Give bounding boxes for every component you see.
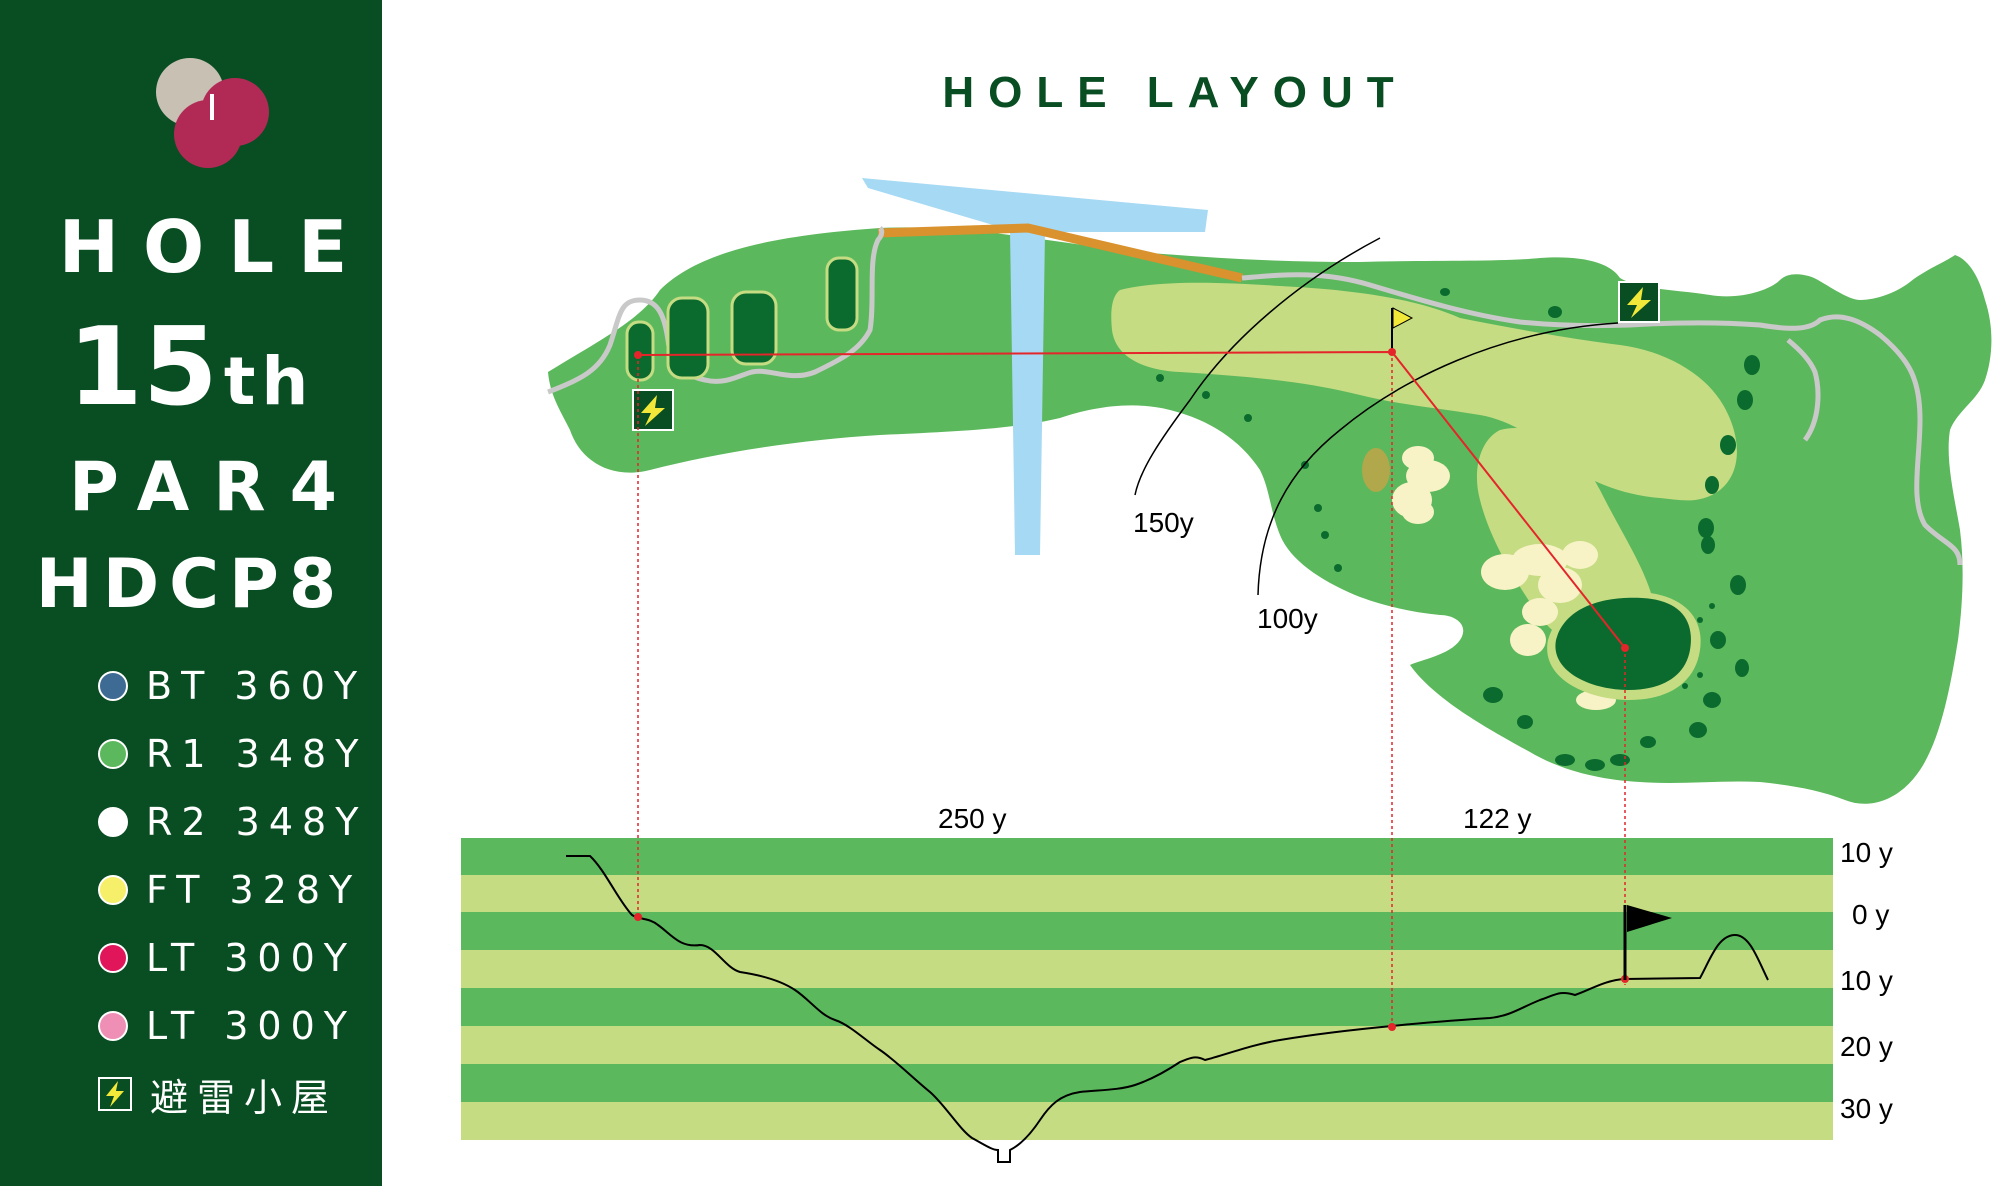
profile-point-tee [634,913,642,921]
distance-label-250: 250 y [938,803,1007,834]
distance-arc-100 [1257,322,1619,596]
tee-dot-ft [98,875,128,905]
tee-dot-bt [98,671,128,701]
tee-label: BT 360Y [146,664,367,708]
tee-label: R1 348Y [146,732,368,776]
tee-list: BT 360Y R1 348Y R2 348Y FT 328Y LT 300Y … [98,652,378,1128]
tee-row-bt: BT 360Y [98,652,378,720]
terrain-profile-line [566,855,1769,1163]
club-logo-icon [156,58,269,168]
tee-dot-lt [98,943,128,973]
elevation-label: 10 y [1840,965,1893,996]
hole-map: 150y 100y [547,178,1992,804]
tee-dot-lt-pink [98,1011,128,1041]
hole-number: 15th [0,305,382,430]
arc-label-150: 150y [1133,507,1194,538]
lightning-shelter-icon [98,1077,132,1111]
sidebar: HOLE 15th PAR4 HDCP8 BT 360Y R1 348Y R2 … [0,0,382,1186]
profile-point-target [1388,1023,1396,1031]
hole-label: HOLE [58,205,372,289]
par-label: PAR4 [69,448,361,527]
water-hazard-river [862,178,1208,555]
hole-number-value: 15 [67,305,218,430]
page-title: HOLE LAYOUT [942,68,1408,117]
elevation-profile: 250 y 122 y 10 y 0 y 10 y 20 y 30 y [461,352,1893,1163]
distance-arc-150 [1134,237,1381,496]
tee-dot-r2 [98,807,128,837]
elevation-label: 20 y [1840,1031,1893,1062]
target-flag-icon [1391,307,1414,352]
lightning-shelter-icon [632,389,674,431]
bunkers [1392,446,1616,710]
tee-label: R2 348Y [146,800,368,844]
tee-row-lt-pink: LT 300Y [98,992,378,1060]
hole-number-suffix: th [223,343,315,420]
tee-label: LT 300Y [146,936,356,980]
tee-label: FT 328Y [146,868,362,912]
arc-label-100: 100y [1257,603,1318,634]
cart-path [547,226,1963,566]
tee-label: LT 300Y [146,1004,356,1048]
distance-label-122: 122 y [1463,803,1532,834]
lightning-shelter-icon [1618,281,1660,323]
elevation-label: 30 y [1840,1093,1893,1124]
tee-dot-r1 [98,739,128,769]
shelter-legend: 避雷小屋 [98,1060,378,1128]
trees [1156,288,1760,771]
shelter-legend-label: 避雷小屋 [150,1075,339,1120]
elevation-label: 0 y [1852,899,1889,930]
tee-row-ft: FT 328Y [98,856,378,924]
tee-boxes [625,256,859,382]
tee-row-lt: LT 300Y [98,924,378,992]
tee-row-r1: R1 348Y [98,720,378,788]
bridge-path [877,223,1244,283]
hdcp-label: HDCP8 [35,545,347,624]
tee-row-r2: R2 348Y [98,788,378,856]
pin-flag-icon [1623,905,1672,980]
rough-patch [1362,448,1390,492]
elevation-label: 10 y [1840,837,1893,868]
putting-green [1555,597,1691,690]
